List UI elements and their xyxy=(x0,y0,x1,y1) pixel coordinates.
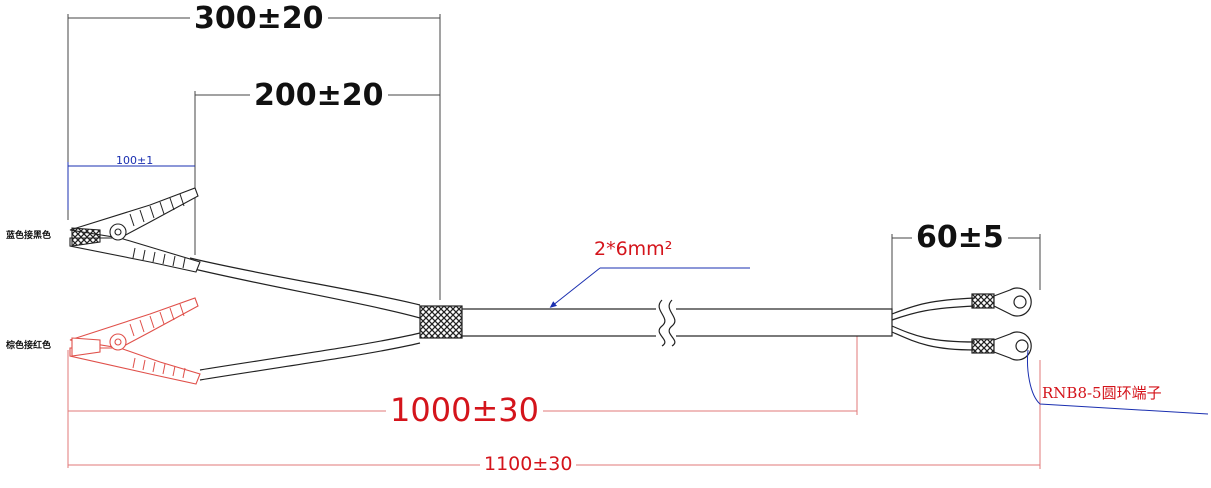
terminal-label: RNB8-5圆环端子 xyxy=(1042,384,1162,402)
braided-sleeve xyxy=(419,305,463,339)
dim-100-label: 100±1 xyxy=(116,154,154,167)
dimension-200 xyxy=(194,91,440,255)
right-leads xyxy=(891,297,976,351)
blue-clip-label: 蓝色接黑色 xyxy=(6,231,52,241)
dim-60-label: 60±5 xyxy=(912,223,1008,253)
dim-1000-label: 1000±30 xyxy=(386,394,543,426)
wire-spec-leader xyxy=(549,267,750,308)
brown-clip-label: 棕色接红色 xyxy=(6,341,52,351)
ring-terminal-top xyxy=(971,287,1032,317)
wire-spec-label: 2*6mm² xyxy=(590,240,677,259)
dim-1100-label: 1100±30 xyxy=(480,455,577,474)
cable-break-symbol xyxy=(656,299,676,347)
ring-terminal-bottom xyxy=(971,331,1032,361)
lower-wire xyxy=(199,332,421,381)
dim-200-label: 200±20 xyxy=(250,81,388,111)
main-cable xyxy=(461,308,893,337)
upper-wire xyxy=(189,257,421,319)
terminal-leader xyxy=(1027,349,1209,415)
black-clip xyxy=(69,187,201,273)
dimension-100 xyxy=(67,162,195,210)
dim-300-label: 300±20 xyxy=(190,4,328,34)
red-clip xyxy=(69,297,201,385)
